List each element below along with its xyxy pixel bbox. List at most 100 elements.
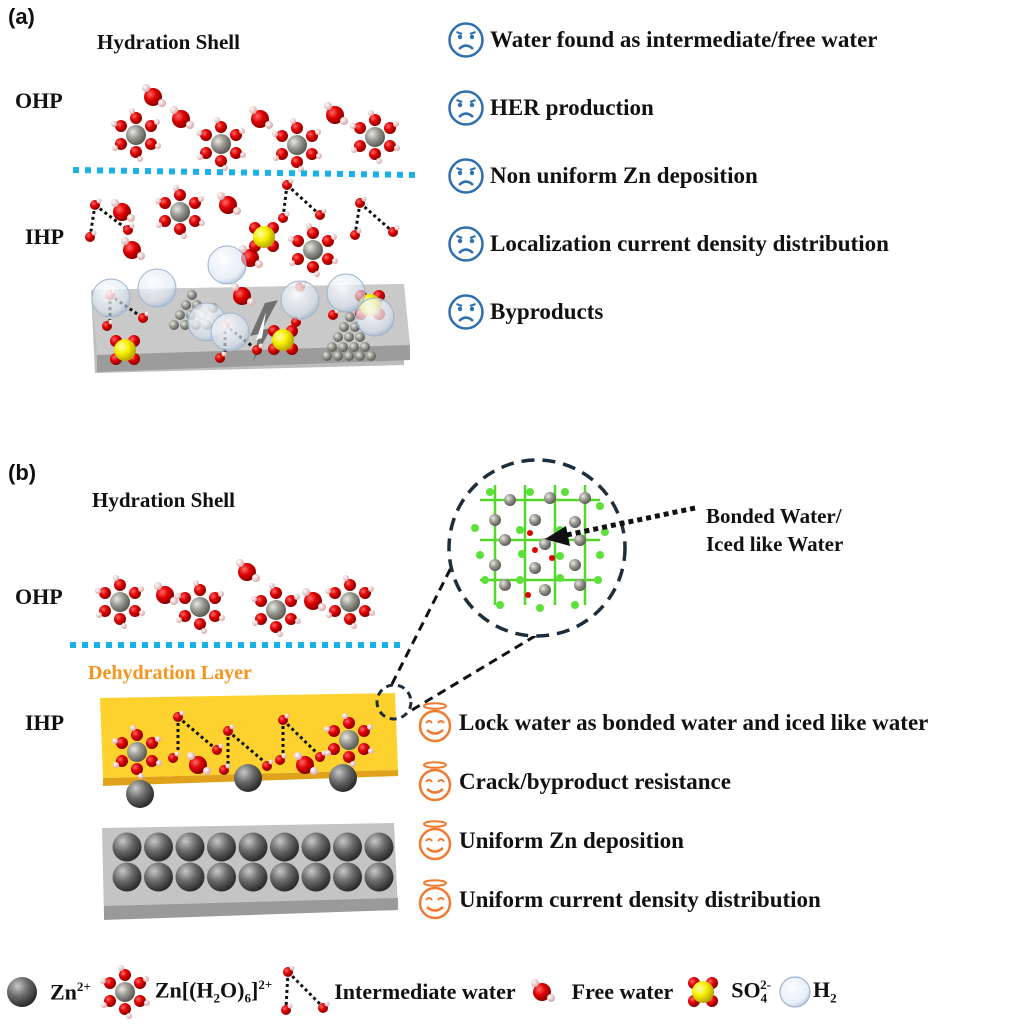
issue-item: Water found as intermediate/free water [446,22,889,58]
legend: Zn2+ Zn[(H2O)6]2+ Intermediate water Fre… [4,965,837,1019]
bonded-water-callout: Bonded Water/ Iced like Water [706,502,843,558]
callout-arrowhead [545,526,570,546]
legend-zn-hydrate: Zn[(H2O)6]2+ [154,977,273,1006]
benefit-text: Uniform current density distribution [459,887,821,912]
legend-free-water: Free water [571,979,674,1004]
deposited-zn-sphere [270,862,299,892]
smiling-face-with-halo-icon [418,820,452,861]
issue-text: Byproducts [490,299,604,324]
deposited-zn-sphere [207,862,236,892]
deposited-zn-sphere [144,832,173,862]
deposited-zn-sphere [144,862,173,892]
smiling-face-with-halo-icon [418,702,452,743]
benefits-list: Lock water as bonded water and iced like… [415,702,929,920]
zn-ion [234,764,262,792]
issue-text: Localization current density distributio… [490,231,889,256]
benefit-text: Uniform Zn deposition [459,828,684,853]
legend-intermediate-water: Intermediate water [334,979,516,1004]
deposited-zn-sphere [270,832,299,862]
hydrated-zn-ion [111,108,161,162]
sulfate-ion-icon [688,977,719,1007]
free-water [170,106,194,129]
frowning-face-icon [448,294,484,330]
free-water [121,237,145,260]
callout-line-2: Iced like Water [706,532,844,556]
zoom-source-marker [375,683,413,721]
deposited-zn-sphere [364,862,394,892]
panel-b-title: Hydration Shell [92,488,235,512]
callout-line-1: Bonded Water/ [706,504,842,528]
free-water-icon [530,979,555,1002]
free-water [111,199,135,222]
benefit-item: Uniform Zn deposition [415,820,928,861]
free-water [324,102,348,125]
callout-line [561,505,696,539]
free-water [154,582,178,605]
deposited-zn-sphere [364,832,394,862]
benefit-text: Lock water as bonded water and iced like… [459,710,929,735]
deposited-zn-sphere [207,832,236,862]
benefit-item: Lock water as bonded water and iced like… [415,702,929,743]
zn-ion [126,780,154,808]
legend-sulfate: SO42- [731,977,771,1006]
hydrated-zn-ion [175,580,225,634]
zoom-line [390,549,462,685]
deposited-zn-sphere [301,832,331,862]
zoom-line [411,628,546,712]
panel-a-title: Hydration Shell [97,30,240,54]
free-water [249,106,273,129]
issue-item: Non uniform Zn deposition [446,158,889,194]
free-water [142,84,166,107]
deposited-zn-sphere [333,832,362,862]
panel-b-label: (b) [8,460,37,485]
deposited-zn-sphere [301,862,331,892]
magnified-structure [447,458,627,638]
sulfate-ion [249,222,279,252]
sulfate-ion [268,325,298,355]
zn-ion-icon [7,977,37,1007]
intermediate-water-bonds [176,715,322,768]
deposited-zn-sphere [112,832,142,862]
issue-text: HER production [490,95,654,120]
panel-a-illustration [72,84,416,373]
hydrated-zn-ion [288,223,338,277]
ohp-ihp-divider [72,167,416,178]
smiling-face-with-halo-icon [418,761,452,802]
issue-item: Byproducts [446,294,889,330]
hydrated-zn-ion-icon [99,965,150,1019]
free-water [236,559,260,582]
deposited-zn-row [112,832,394,892]
zn-dendrite-pile [322,312,376,361]
intermediate-water [85,178,400,242]
issue-text: Non uniform Zn deposition [490,163,758,188]
deposited-zn-sphere [175,862,205,892]
deposited-zn-sphere [175,832,205,862]
frowning-face-icon [448,226,484,262]
hydrogen-bubble-icon [779,976,811,1008]
issue-text: Water found as intermediate/free water [490,27,878,52]
panel-b-ohp-label: OHP [15,584,63,609]
hydrated-zn-ion [155,185,205,239]
frowning-face-icon [448,90,484,126]
deposited-zn-sphere [238,862,268,892]
free-water [217,192,241,215]
hydrated-zn-ion [350,110,400,164]
dehydration-layer-label: Dehydration Layer [88,662,252,684]
benefit-item: Crack/byproduct resistance [415,761,928,802]
panel-a-ihp-label: IHP [25,224,65,249]
free-water [302,588,326,611]
smiling-face-with-halo-icon [418,879,452,920]
sulfate-ion [110,335,140,365]
deposited-zn-sphere [238,832,268,862]
deposited-zn-sphere [333,862,362,892]
zn-ion [329,764,357,792]
issues-list: Water found as intermediate/free water H… [446,22,889,330]
hydrated-zn-ion [272,118,322,172]
panel-b-ihp-label: IHP [25,710,65,735]
issue-item: HER production [446,90,889,126]
legend-hydrogen: H2 [812,977,837,1006]
benefit-item: Uniform current density distribution [415,879,928,920]
deposited-zn-sphere [112,862,142,892]
hydrogen-bubbles [91,245,395,352]
hydrated-zn-ion [95,575,145,629]
